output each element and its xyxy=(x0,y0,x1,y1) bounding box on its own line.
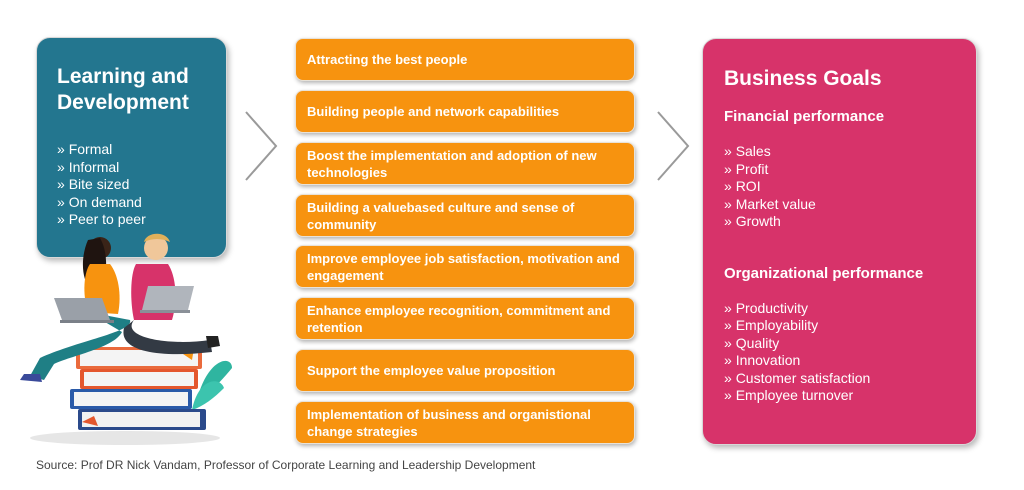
financial-item: Growth xyxy=(724,213,976,231)
learning-type-item: On demand xyxy=(57,194,226,212)
source-citation: Source: Prof DR Nick Vandam, Professor o… xyxy=(36,458,536,472)
organizational-performance-heading: Organizational performance xyxy=(724,264,924,282)
organizational-item: Innovation xyxy=(724,352,976,370)
business-goals-title: Business Goals xyxy=(724,67,882,90)
learning-development-title: Learning and Development xyxy=(57,64,226,116)
learning-type-item: Peer to peer xyxy=(57,211,226,229)
benefit-item-label: Improve employee job satisfaction, motiv… xyxy=(307,250,620,283)
benefit-item-label: Enhance employee recognition, commitment… xyxy=(307,302,611,335)
organizational-item: Employee turnover xyxy=(724,387,976,405)
benefit-item: Building people and network capabilities xyxy=(295,90,635,133)
learning-title-line2: Development xyxy=(57,91,189,114)
benefit-item-label: Boost the implementation and adoption of… xyxy=(307,147,597,180)
financial-item: Market value xyxy=(724,196,976,214)
learning-title-line1: Learning and xyxy=(57,65,189,88)
benefit-item: Building a valuebased culture and sense … xyxy=(295,194,635,237)
organizational-item: Customer satisfaction xyxy=(724,370,976,388)
chevron-right-icon xyxy=(245,111,278,181)
learning-type-item: Formal xyxy=(57,141,226,159)
financial-item: ROI xyxy=(724,178,976,196)
benefit-item: Improve employee job satisfaction, motiv… xyxy=(295,245,635,288)
benefit-item: Support the employee value proposition xyxy=(295,349,635,392)
organizational-item: Productivity xyxy=(724,300,976,318)
benefit-item: Boost the implementation and adoption of… xyxy=(295,142,635,185)
financial-item: Profit xyxy=(724,161,976,179)
benefit-item: Attracting the best people xyxy=(295,38,635,81)
business-goals-card: Business Goals Financial performance Sal… xyxy=(702,38,977,445)
benefit-item: Implementation of business and organisti… xyxy=(295,401,635,444)
organizational-performance-list: Productivity Employability Quality Innov… xyxy=(724,300,976,405)
financial-item: Sales xyxy=(724,143,976,161)
learning-type-item: Informal xyxy=(57,159,226,177)
organizational-item: Employability xyxy=(724,317,976,335)
benefit-item-label: Attracting the best people xyxy=(307,52,468,67)
learning-type-list: Formal Informal Bite sized On demand Pee… xyxy=(57,141,226,229)
financial-performance-list: Sales Profit ROI Market value Growth xyxy=(724,143,976,231)
learning-type-item: Bite sized xyxy=(57,176,226,194)
organizational-item: Quality xyxy=(724,335,976,353)
learning-development-card: Learning and Development Formal Informal… xyxy=(36,37,227,258)
benefit-item-label: Implementation of business and organisti… xyxy=(307,406,591,439)
chevron-right-icon xyxy=(657,111,690,181)
people-with-laptops-on-books-illustration xyxy=(20,233,232,445)
benefit-item-label: Building people and network capabilities xyxy=(307,104,560,119)
benefit-item: Enhance employee recognition, commitment… xyxy=(295,297,635,340)
financial-performance-heading: Financial performance xyxy=(724,108,885,125)
benefit-item-label: Support the employee value proposition xyxy=(307,363,556,378)
benefit-item-label: Building a valuebased culture and sense … xyxy=(307,199,575,232)
